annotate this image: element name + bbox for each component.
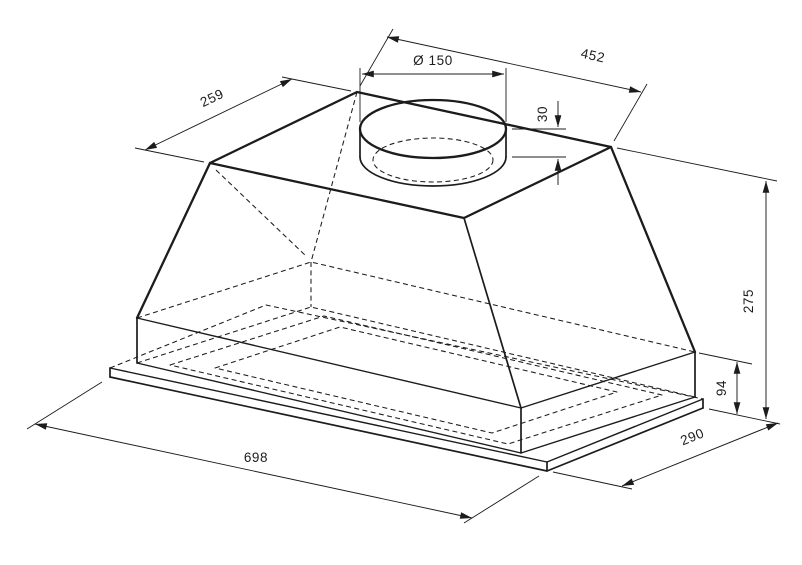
hidden-filter-frame-inner — [214, 326, 618, 434]
ext-line — [708, 408, 781, 425]
dim-label-overall-width: 698 — [244, 450, 268, 465]
ext-line — [463, 475, 540, 524]
ext-line — [552, 471, 633, 490]
ext-line — [613, 83, 648, 142]
dim-line — [144, 78, 293, 151]
dimension-lower-body-height: 94 — [698, 352, 753, 415]
dim-line — [386, 36, 642, 93]
ext-line — [698, 352, 753, 365]
dimension-overall-width: 698 — [26, 381, 540, 524]
collar-top-ellipse — [358, 98, 508, 160]
dim-line — [34, 423, 473, 519]
dimension-top-depth: 259 — [134, 76, 352, 163]
dim-label-duct-diameter: Ø 150 — [413, 53, 453, 68]
slant-edge-front — [463, 217, 522, 409]
dim-label-collar-height: 30 — [535, 106, 550, 122]
top-face — [208, 90, 613, 220]
ext-line — [26, 381, 103, 430]
dimension-overall-height: 275 — [616, 147, 781, 425]
dim-label-lower-body-height: 94 — [714, 380, 729, 396]
hidden-box-bottom — [136, 306, 696, 398]
hopper-crease — [136, 317, 696, 409]
flange-top-rim — [109, 367, 704, 463]
ext-line — [616, 147, 778, 182]
box-bottom-edges — [136, 362, 696, 454]
dimension-collar-height: 30 — [512, 101, 566, 185]
dim-label-overall-depth: 290 — [678, 425, 706, 448]
dimension-duct-diameter: Ø 150 — [359, 53, 507, 122]
hidden-flange-rim — [109, 304, 704, 400]
ext-line — [281, 76, 352, 92]
dimension-overall-depth: 290 — [552, 422, 779, 490]
collar-bottom-arc — [359, 156, 507, 187]
hidden-filter-frame-outer — [169, 315, 663, 445]
dim-label-top-depth: 259 — [198, 86, 226, 110]
hood-body — [109, 90, 704, 472]
dim-line — [621, 422, 779, 487]
hidden-inner-slant — [215, 169, 307, 257]
hidden-lines — [109, 91, 704, 445]
dim-label-overall-height: 275 — [741, 289, 756, 313]
hidden-hopper-rim — [136, 261, 696, 353]
dimension-top-width: 452 — [359, 28, 648, 142]
ext-line — [134, 147, 205, 163]
slant-edge-left — [135, 161, 212, 320]
hidden-back-slant-edge — [310, 91, 358, 263]
dim-label-top-width: 452 — [579, 46, 606, 66]
hidden-duct-hole — [372, 137, 494, 183]
duct-collar — [358, 98, 508, 187]
slant-edge-right — [609, 145, 697, 354]
